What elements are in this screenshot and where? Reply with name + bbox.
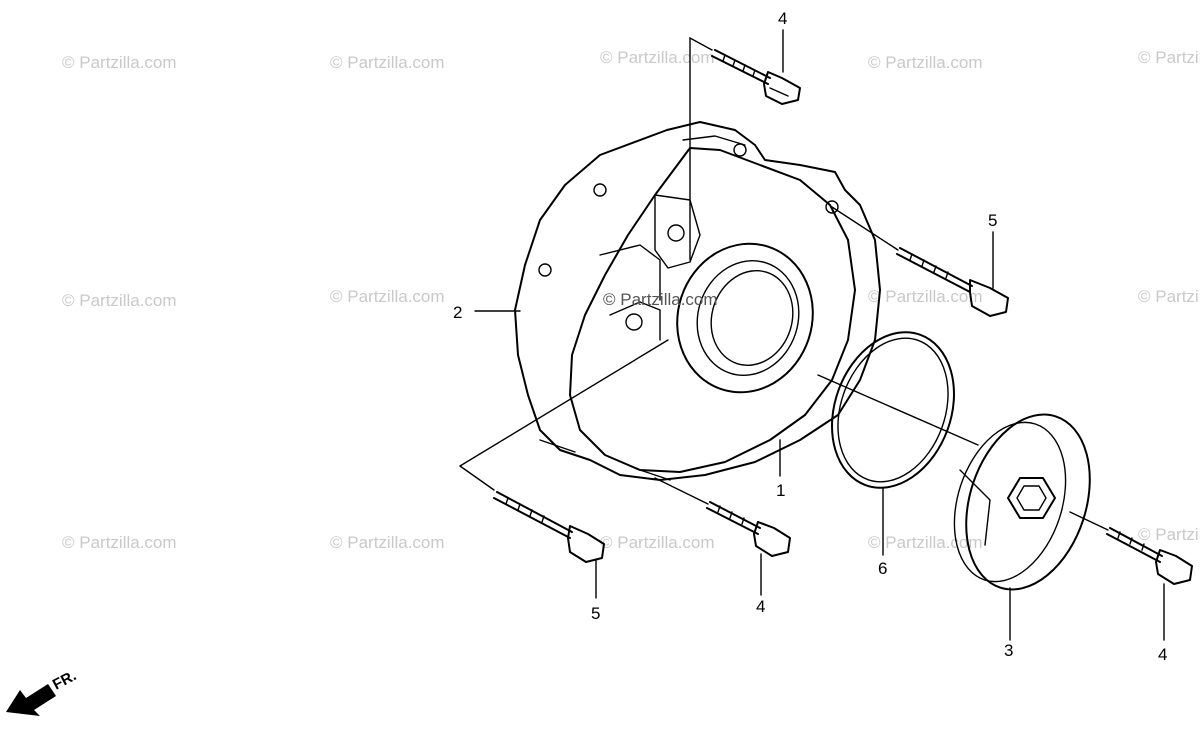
watermark-center: © Partzilla.com xyxy=(603,290,718,309)
watermark: © Partzilla.com xyxy=(330,533,445,552)
watermark: © Partzilla.com xyxy=(868,53,983,72)
watermark: © Partzilla.com xyxy=(330,53,445,72)
bolt-top xyxy=(711,49,801,105)
watermark: © Partzilla.com xyxy=(868,287,983,306)
front-arrow-icon xyxy=(6,684,56,716)
callout-6: 6 xyxy=(878,559,887,578)
callout-1: 1 xyxy=(776,481,785,500)
watermark: © Partzilla.com xyxy=(62,53,177,72)
callout-5-right: 5 xyxy=(988,211,997,230)
o-ring-part-6 xyxy=(831,331,955,489)
callout-3: 3 xyxy=(1004,641,1013,660)
front-label: FR. xyxy=(50,667,79,693)
watermark: © Partzilla.com xyxy=(62,533,177,552)
watermark: © Partzilla.com xyxy=(330,287,445,306)
leader-lines xyxy=(459,29,1165,641)
gasket-part-2 xyxy=(514,121,881,481)
callout-4-right: 4 xyxy=(1158,645,1167,664)
bolt-right-lower xyxy=(1106,527,1193,585)
callout-5-bottom: 5 xyxy=(591,604,600,623)
watermark: © Partzilla.com xyxy=(1138,525,1200,544)
front-direction-indicator: FR. xyxy=(6,667,79,716)
watermark: © Partzilla.com xyxy=(62,291,177,310)
watermark: © Partzilla.com xyxy=(600,533,715,552)
watermark: © Partzilla.com xyxy=(868,533,983,552)
cap-part-3 xyxy=(953,413,1091,591)
bolt-lower-middle xyxy=(706,501,791,557)
watermark: © Partzilla.com xyxy=(1138,48,1200,67)
callout-2: 2 xyxy=(453,303,462,322)
callout-4-top: 4 xyxy=(778,9,787,28)
bolt-lower-left xyxy=(493,491,605,563)
callouts: 4 5 2 1 6 5 4 3 4 xyxy=(453,9,1167,664)
callout-4-bottom: 4 xyxy=(756,597,765,616)
watermark-grid: © Partzilla.com © Partzilla.com © Partzi… xyxy=(62,48,1200,552)
watermark: © Partzilla.com xyxy=(600,48,715,67)
watermark: © Partzilla.com xyxy=(1138,287,1200,306)
bolt-right xyxy=(896,247,1009,317)
cover-part-1 xyxy=(569,147,856,481)
